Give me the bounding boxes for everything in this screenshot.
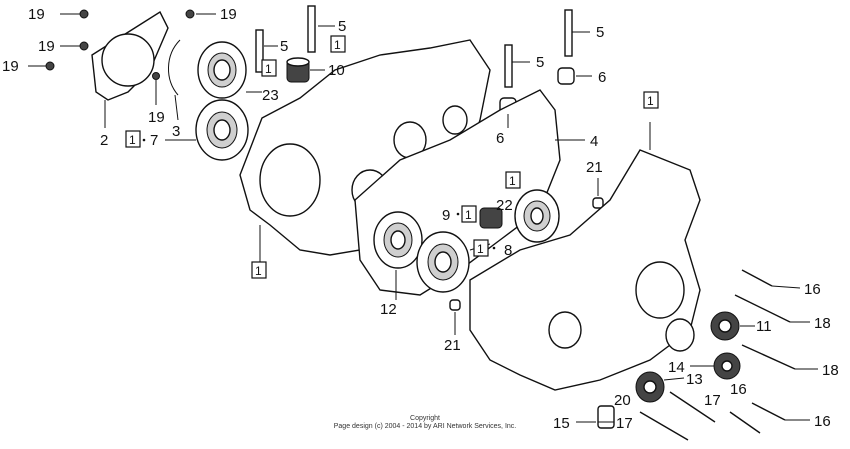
callout-12: 12	[380, 301, 397, 318]
callout-6: 6	[496, 130, 504, 147]
boxed-reference-labels: 1 1 1 1 1 1 1 1	[125, 35, 659, 279]
leader-lines	[28, 13, 818, 423]
svg-text:1: 1	[509, 174, 516, 188]
gear-9	[479, 207, 503, 229]
screws-19	[45, 9, 195, 80]
svg-text:1: 1	[647, 94, 654, 108]
shaft-bore-right	[548, 311, 582, 349]
callout-7: 7	[150, 132, 158, 149]
callout-16: 16	[804, 281, 821, 298]
gear-10	[286, 57, 310, 83]
boxed-ref: 1	[330, 35, 346, 53]
callout-15: 15	[553, 415, 570, 432]
shaft-bore	[442, 105, 468, 135]
right-crankcase	[469, 149, 701, 391]
stud-bolts	[255, 5, 573, 88]
boxed-ref: 1	[461, 205, 477, 223]
bearing-23	[197, 41, 247, 99]
boxed-ref: 1	[473, 239, 489, 257]
dowel-pin	[557, 67, 575, 85]
callout-18: 18	[814, 315, 831, 332]
crank-bore-right	[635, 261, 685, 319]
callout-16: 16	[730, 381, 747, 398]
boxed-ref: 1	[251, 261, 267, 279]
callout-19: 19	[38, 38, 55, 55]
dowel-21	[449, 299, 461, 311]
callout-2: 2	[100, 132, 108, 149]
callout-5: 5	[338, 18, 346, 35]
callout-17: 17	[704, 392, 721, 409]
svg-text:1: 1	[265, 62, 272, 76]
boxed-ref: 1	[643, 91, 659, 109]
svg-text:1: 1	[255, 264, 262, 278]
boxed-ref: 1	[505, 171, 521, 189]
drain-bolt	[597, 405, 615, 429]
callout-11: 11	[756, 318, 772, 335]
copyright-line-2: Page design (c) 2004 - 2014 by ARI Netwo…	[334, 423, 517, 430]
callout-20: 20	[614, 392, 631, 409]
svg-text:1: 1	[465, 208, 472, 222]
callout-5: 5	[280, 38, 288, 55]
bearing-12	[373, 211, 423, 269]
bearing-7	[195, 99, 249, 161]
callout-17: 17	[616, 415, 633, 432]
callout-9: 9	[442, 207, 450, 224]
snap-ring	[168, 39, 181, 96]
callout-14: 14	[668, 359, 685, 376]
callout-5: 5	[536, 54, 544, 71]
callout-21: 21	[586, 159, 603, 176]
callout-23: 23	[262, 87, 279, 104]
dowel-21	[592, 197, 604, 209]
case-bolts	[639, 269, 796, 441]
callout-5: 5	[596, 24, 604, 41]
callout-19: 19	[2, 58, 19, 75]
callout-13: 13	[686, 371, 703, 388]
copyright-line-1: Copyright	[410, 415, 440, 422]
callout-3: 3	[172, 123, 180, 140]
callout-21: 21	[444, 337, 461, 354]
callout-22: 22	[496, 197, 513, 214]
shaft-bore-right	[665, 318, 695, 352]
boxed-ref: 1	[261, 59, 277, 77]
callout-19: 19	[220, 6, 237, 23]
callout-4: 4	[590, 133, 598, 150]
callout-6: 6	[598, 69, 606, 86]
boxed-ref: 1	[125, 130, 141, 148]
callout-16: 16	[814, 413, 831, 430]
svg-text:1: 1	[334, 38, 341, 52]
svg-text:1: 1	[477, 242, 484, 256]
callout-labels: 19 19 19 19 19 5 5 5 5 10 6 6 23 2 3 7 4…	[2, 6, 839, 432]
bearing-22	[514, 189, 560, 243]
callout-19: 19	[148, 109, 165, 126]
bearing-8	[416, 231, 470, 293]
callout-18: 18	[822, 362, 839, 379]
svg-text:1: 1	[129, 133, 136, 147]
crank-bore	[259, 143, 321, 217]
gasket-hole	[101, 33, 155, 87]
callout-19: 19	[28, 6, 45, 23]
callout-10: 10	[328, 62, 345, 79]
callout-8: 8	[504, 242, 512, 259]
